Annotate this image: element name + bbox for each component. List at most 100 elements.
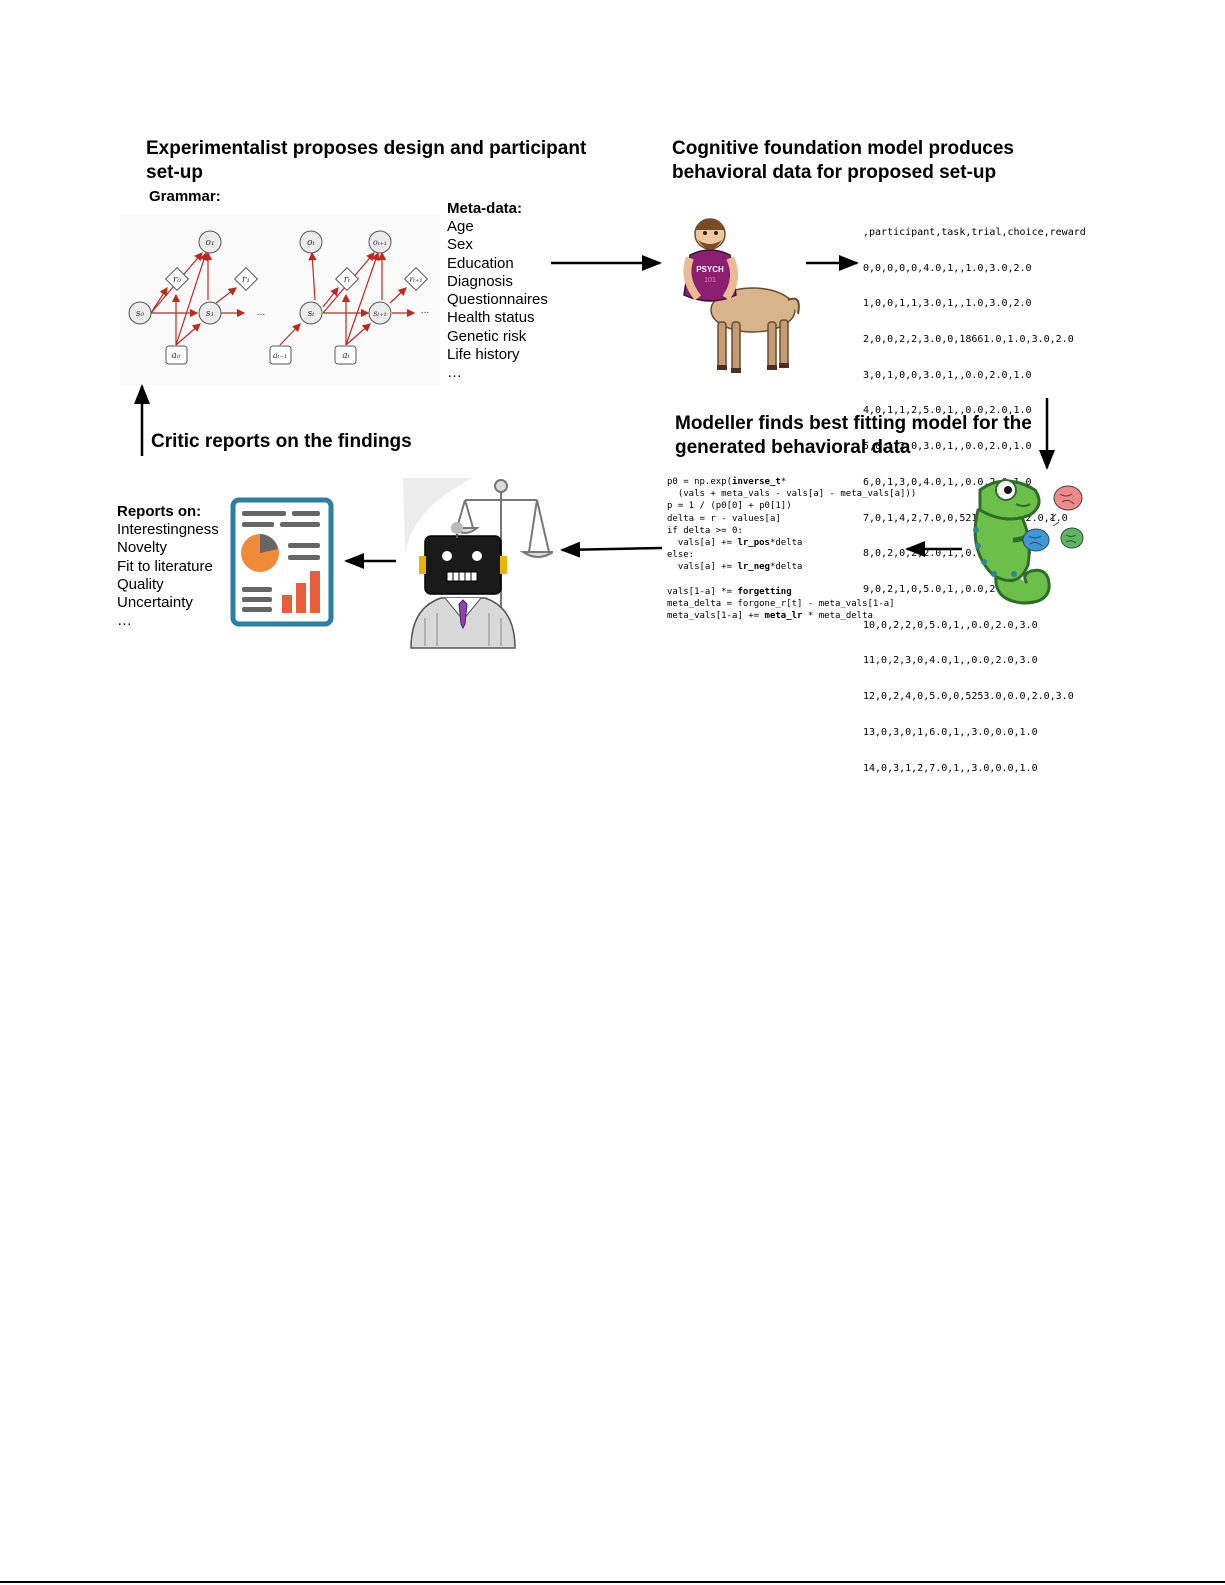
label-rt1: rₜ₊₁ bbox=[409, 275, 422, 284]
node-at bbox=[334, 345, 357, 365]
report-document-icon bbox=[230, 497, 334, 627]
metadata-item: Genetic risk bbox=[447, 327, 527, 345]
label-s0: s₀ bbox=[136, 309, 145, 319]
modeller-title: Modeller finds best fitting model for th… bbox=[675, 413, 1032, 458]
node-o1 bbox=[198, 230, 222, 254]
node-ot bbox=[299, 230, 323, 254]
metadata-item: Diagnosis bbox=[447, 272, 513, 290]
label-r0: r₀ bbox=[173, 275, 181, 285]
csv-line: 11,0,2,3,0,4.0,1,,0.0,2.0,3.0 bbox=[863, 655, 1038, 667]
code-text: * bbox=[780, 477, 787, 487]
metadata-item: Sex bbox=[447, 236, 473, 254]
code-text: else: bbox=[667, 550, 695, 561]
node-s1 bbox=[198, 301, 222, 325]
model-code: p0 = np.exp(inverse_t* (vals + meta_vals… bbox=[667, 476, 916, 622]
brain-green bbox=[1060, 527, 1084, 549]
foundation-model-title: Cognitive foundation model produces beha… bbox=[672, 138, 1014, 183]
code-line: p0 = np.exp(inverse_t* bbox=[667, 476, 916, 488]
metadata-item: Life history bbox=[447, 346, 520, 364]
node-rt1 bbox=[403, 266, 429, 292]
label-ot: oₜ bbox=[307, 238, 315, 248]
arrow-code-to-critic bbox=[560, 541, 663, 558]
label-r1: r₁ bbox=[242, 275, 250, 285]
csv-line: ,participant,task,trial,choice,reward bbox=[863, 226, 1086, 238]
code-text: vals[a] += bbox=[667, 538, 738, 549]
code-line: vals[a] += lr_neg*delta bbox=[667, 561, 916, 573]
code-line: vals[1-a] *= forgetting bbox=[667, 586, 916, 598]
brain-red bbox=[1053, 485, 1083, 511]
report-item: Quality bbox=[117, 575, 164, 593]
code-parameter: lr_pos bbox=[737, 538, 770, 549]
report-item: Fit to literature bbox=[117, 557, 213, 575]
report-item: Interestingness bbox=[117, 521, 219, 538]
metadata-item: Age bbox=[447, 218, 474, 235]
label-s1: s₁ bbox=[206, 309, 214, 319]
chameleon-illustration bbox=[973, 479, 1084, 605]
code-line: meta_vals[1-a] += meta_lr * meta_delta bbox=[667, 610, 916, 622]
report-item: Novelty bbox=[117, 539, 168, 557]
node-r1 bbox=[233, 266, 259, 292]
code-text: meta_vals[1-a] += bbox=[667, 611, 765, 622]
centaur-shirt-text: PSYCH bbox=[696, 265, 724, 274]
node-at-1 bbox=[269, 345, 292, 365]
code-text: meta_delta = forgone_r[t] - meta_vals[1-… bbox=[667, 599, 895, 610]
csv-line: 0,0,0,0,0,4.0,1,,1.0,3.0,2.0 bbox=[863, 262, 1032, 274]
node-ot1 bbox=[368, 230, 392, 254]
code-parameter: lr_neg bbox=[737, 562, 770, 573]
code-text: delta = r - values[a] bbox=[667, 513, 781, 524]
csv-line: 6,0,1,3,0,4.0,1,,0.0,2.0,1.0 bbox=[863, 476, 1032, 488]
flow-arrows bbox=[134, 255, 1055, 569]
code-line: vals[a] += lr_pos*delta bbox=[667, 537, 916, 549]
grammar-graph: s₀ s₁ sₜ sₜ₊₁ o₁ oₜ oₜ₊₁ r₀ r₁ rₜ rₜ₊₁ a… bbox=[120, 215, 440, 385]
metadata-item: … bbox=[447, 364, 462, 382]
csv-line: 12,0,2,4,0,5.0,0,5253.0,0.0,2.0,3.0 bbox=[863, 691, 1074, 703]
code-text: if delta >= 0: bbox=[667, 525, 743, 536]
label-st: sₜ bbox=[308, 309, 316, 319]
node-rt bbox=[334, 266, 360, 292]
label-st1: sₜ₊₁ bbox=[373, 309, 387, 318]
code-parameter: inverse_t bbox=[732, 477, 781, 487]
centaur-illustration: PSYCH 101 bbox=[683, 218, 800, 373]
reports-title: Reports on: bbox=[117, 503, 202, 520]
metadata-panel: Meta-data: Age Sex Education Diagnosis Q… bbox=[447, 200, 548, 383]
ellipsis-left: ... bbox=[257, 308, 266, 318]
code-line bbox=[667, 574, 916, 586]
code-text: * meta_delta bbox=[802, 611, 873, 622]
grammar-label: Grammar: bbox=[149, 188, 221, 205]
code-text: vals[1-a] *= bbox=[667, 586, 738, 597]
csv-line: 1,0,0,1,1,3.0,1,,1.0,3.0,2.0 bbox=[863, 298, 1032, 310]
metadata-item: Questionnaires bbox=[447, 291, 548, 309]
critic-title: Critic reports on the findings bbox=[151, 431, 412, 452]
code-parameter: forgetting bbox=[737, 586, 792, 597]
code-text: vals[a] += bbox=[667, 562, 738, 573]
code-line: delta = r - values[a] bbox=[667, 513, 916, 525]
metadata-item: Education bbox=[447, 254, 514, 272]
code-line: p = 1 / (p0[0] + p0[1]) bbox=[667, 500, 916, 512]
code-text: p0 = np.exp( bbox=[667, 477, 733, 487]
code-text: (vals + meta_vals - vals[a] - meta_vals[… bbox=[667, 489, 917, 500]
node-st1 bbox=[368, 301, 392, 325]
critic-robot-illustration bbox=[403, 478, 553, 649]
label-o1: o₁ bbox=[205, 238, 214, 248]
report-item: … bbox=[117, 612, 132, 630]
code-text: p = 1 / (p0[0] + p0[1]) bbox=[667, 501, 792, 512]
node-st bbox=[299, 301, 323, 325]
node-s0 bbox=[128, 301, 152, 325]
metadata-item: Health status bbox=[447, 309, 535, 327]
csv-line: 13,0,3,0,1,6.0,1,,3.0,0.0,1.0 bbox=[863, 726, 1038, 738]
csv-line: 3,0,1,0,0,3.0,1,,0.0,2.0,1.0 bbox=[863, 369, 1032, 381]
node-a0 bbox=[165, 345, 188, 365]
code-line: (vals + meta_vals - vals[a] - meta_vals[… bbox=[667, 488, 916, 500]
code-line: meta_delta = forgone_r[t] - meta_vals[1-… bbox=[667, 598, 916, 610]
csv-line: 2,0,0,2,2,3.0,0,18661.0,1.0,3.0,2.0 bbox=[863, 333, 1074, 345]
csv-line: 5,0,1,2,0,3.0,1,,0.0,2.0,1.0 bbox=[863, 441, 1032, 453]
csv-line: 7,0,1,4,2,7.0,0,5211.0,0.0,2.0,1.0 bbox=[863, 512, 1068, 524]
brain-blue bbox=[1022, 528, 1050, 552]
metadata-list: Age Sex Education Diagnosis Questionnair… bbox=[447, 218, 548, 383]
csv-line: 8,0,2,0,2,2.0,1,,0.0,2.0,3.0 bbox=[863, 548, 1032, 560]
code-text: *delta bbox=[769, 538, 803, 549]
behavioral-data-csv: ,participant,task,trial,choice,reward 0,… bbox=[863, 203, 1086, 786]
code-text: *delta bbox=[769, 562, 803, 573]
label-at-1: aₜ₋₁ bbox=[273, 351, 287, 360]
label-at: aₜ bbox=[342, 351, 350, 361]
